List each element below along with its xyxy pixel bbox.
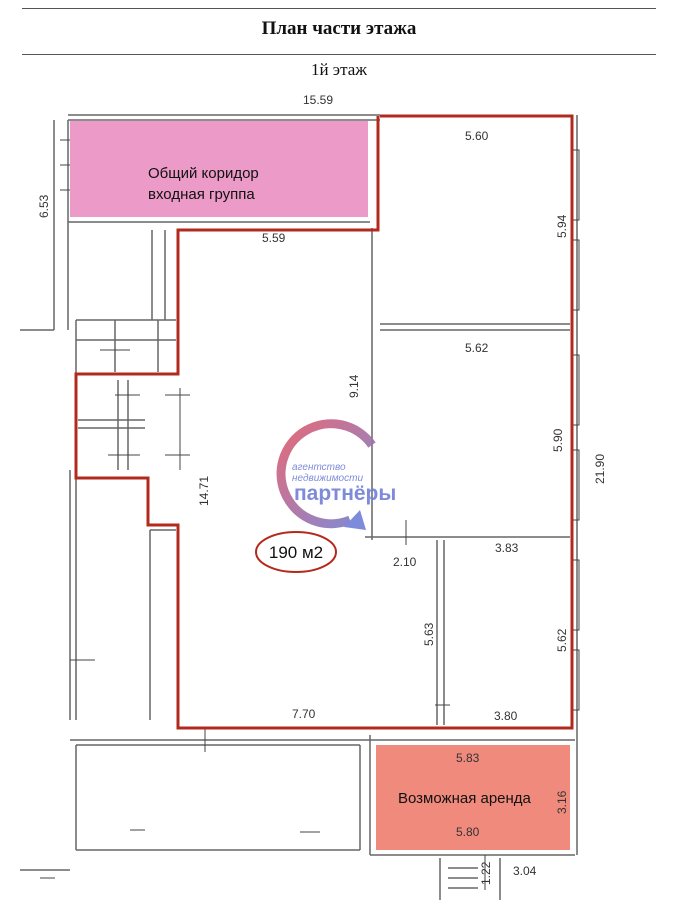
rental-label: Возможная аренда [398,790,532,807]
dim-mid-small: 2.10 [393,555,417,569]
corridor-label-line2: входная группа [148,186,255,203]
dim-bottom-small: 1.22 [479,861,493,885]
dim-rental-bottom: 5.80 [456,825,480,839]
window [572,239,580,311]
window [572,449,580,521]
logo-big: партнёры [294,482,396,505]
rental-zone [376,745,570,850]
offered-area-outline [74,114,574,730]
dim-rental-top: 5.83 [456,751,480,765]
logo-small-line2: недвижимости [292,473,363,484]
corridor-label-line1: Общий коридор [148,165,259,182]
dim-left-top: 6.53 [37,194,51,218]
dim-room3-top: 3.83 [495,541,519,555]
logo-arrow-icon [344,510,366,530]
dim-main-top: 5.59 [262,231,286,245]
dim-room1-side: 5.94 [555,214,569,238]
dim-main-side: 14.71 [197,476,211,506]
dim-main-inner: 9.14 [347,374,361,398]
dim-room2-top: 5.62 [465,341,489,355]
dim-top-overall: 15.59 [303,93,333,107]
dim-room3-bottom: 3.80 [494,709,518,723]
area-badge [255,531,337,573]
dim-rental-side: 3.16 [555,790,569,814]
dim-right-overall: 21.90 [593,454,607,484]
dim-mid-vertical: 5.63 [422,622,436,646]
floor-label: 1й этаж [310,60,368,79]
dim-room3-side: 5.62 [555,628,569,652]
logo-ring-icon [276,419,376,529]
window [572,149,580,221]
window [572,559,580,631]
area-label: 190 м2 [269,543,323,562]
dim-main-bottom: 7.70 [292,707,316,721]
window [572,354,580,426]
page-title: План части этажа [261,18,417,39]
dim-room2-side: 5.90 [551,428,565,452]
logo-small-line1: агентство [292,462,346,473]
dim-room1-top: 5.60 [465,129,489,143]
top-rule [22,8,656,9]
window [572,649,580,711]
dim-bottom-right: 3.04 [513,864,537,878]
windows [572,149,580,711]
agency-logo: агентство недвижимости партнёры [276,419,396,530]
corridor-zone [70,121,368,217]
title-rule [22,54,656,55]
